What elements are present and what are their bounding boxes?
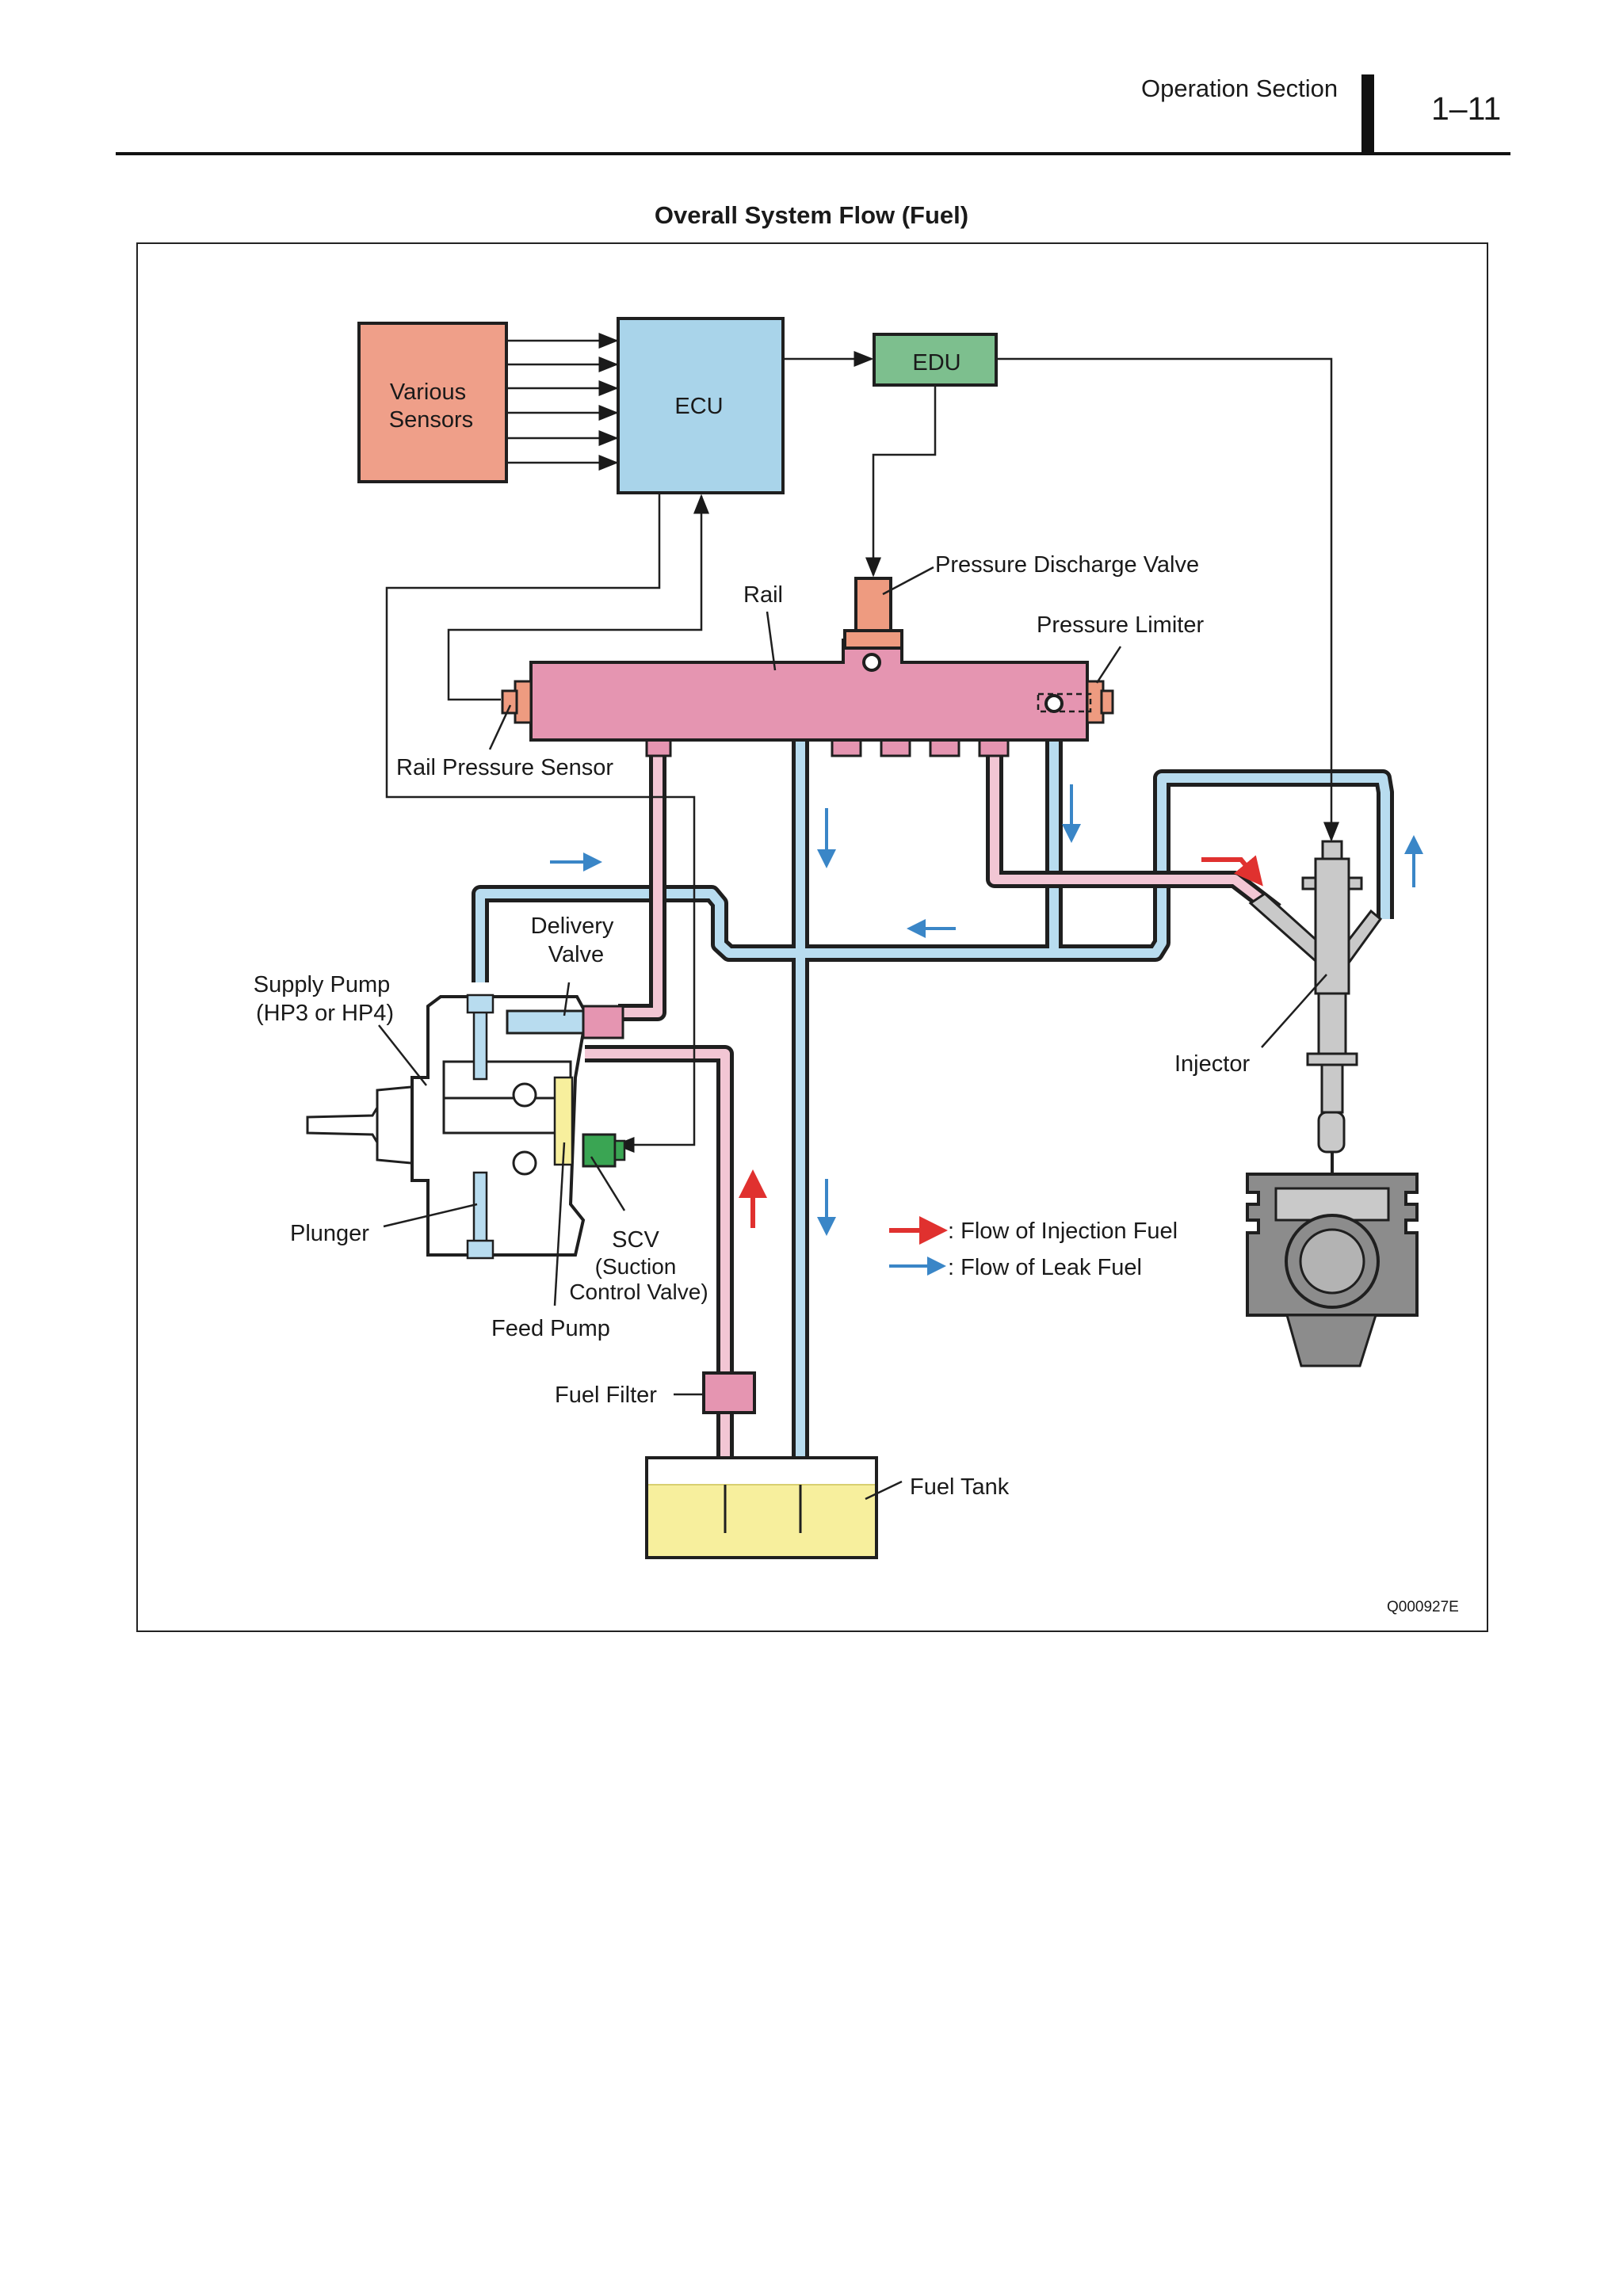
label-feed-pump: Feed Pump bbox=[491, 1316, 610, 1341]
injection-flow-arrows bbox=[739, 855, 1263, 1228]
label-plunger: Plunger bbox=[290, 1221, 369, 1246]
label-delivery-valve: Delivery bbox=[531, 913, 614, 939]
svg-text:Sensors: Sensors bbox=[389, 407, 473, 433]
label-rail-pressure-sensor: Rail Pressure Sensor bbox=[396, 755, 613, 780]
label-pressure-discharge-valve: Pressure Discharge Valve bbox=[935, 552, 1199, 578]
legend: : Flow of Injection Fuel : Flow of Leak … bbox=[889, 1216, 1178, 1280]
label-fuel-filter: Fuel Filter bbox=[555, 1383, 657, 1408]
header-section-title: Operation Section bbox=[1141, 74, 1338, 102]
svg-text:Various: Various bbox=[390, 379, 466, 405]
label-injector: Injector bbox=[1174, 1051, 1250, 1077]
edu-box: EDU bbox=[873, 333, 998, 387]
legend-leak-label: : Flow of Leak Fuel bbox=[948, 1255, 1142, 1280]
figure-frame bbox=[136, 242, 1488, 1632]
various-sensors-box: Various Sensors bbox=[357, 322, 508, 483]
svg-text:ECU: ECU bbox=[674, 394, 723, 419]
header-rule bbox=[116, 152, 1510, 155]
fuel-tank bbox=[645, 1456, 878, 1559]
svg-text:EDU: EDU bbox=[912, 350, 960, 376]
label-rail: Rail bbox=[743, 582, 783, 608]
engine-cylinder bbox=[1246, 1173, 1419, 1367]
leak-return-pipes bbox=[472, 697, 1394, 1531]
pressure-discharge-valve bbox=[843, 577, 903, 650]
common-rail bbox=[501, 639, 1114, 757]
injector-assembly bbox=[1248, 840, 1383, 1177]
supply-pump bbox=[306, 994, 626, 1260]
leak-flow-arrows bbox=[550, 784, 1423, 1236]
injection-fuel-pipes bbox=[585, 749, 1281, 1531]
fuel-filter bbox=[702, 1371, 756, 1414]
header-page-number: 1–11 bbox=[1431, 90, 1502, 127]
figure-title: Overall System Flow (Fuel) bbox=[654, 201, 969, 229]
signal-lines bbox=[385, 333, 1339, 1153]
figure-code: Q000927E bbox=[1387, 1599, 1459, 1615]
label-supply-pump: Supply Pump bbox=[254, 972, 391, 997]
legend-injection-label: : Flow of Injection Fuel bbox=[948, 1219, 1178, 1244]
label-fuel-tank: Fuel Tank bbox=[910, 1474, 1010, 1500]
label-scv: SCV bbox=[612, 1227, 659, 1253]
callout-leaders bbox=[378, 566, 1327, 1501]
ecu-box: ECU bbox=[617, 317, 785, 494]
label-pressure-limiter: Pressure Limiter bbox=[1037, 612, 1204, 638]
svg-text:(HP3 or HP4): (HP3 or HP4) bbox=[256, 1001, 394, 1026]
header-divider-bar bbox=[1361, 74, 1374, 155]
svg-text:(Suction: (Suction bbox=[595, 1254, 677, 1279]
svg-text:Valve: Valve bbox=[548, 942, 604, 967]
svg-text:Control Valve): Control Valve) bbox=[569, 1280, 708, 1304]
